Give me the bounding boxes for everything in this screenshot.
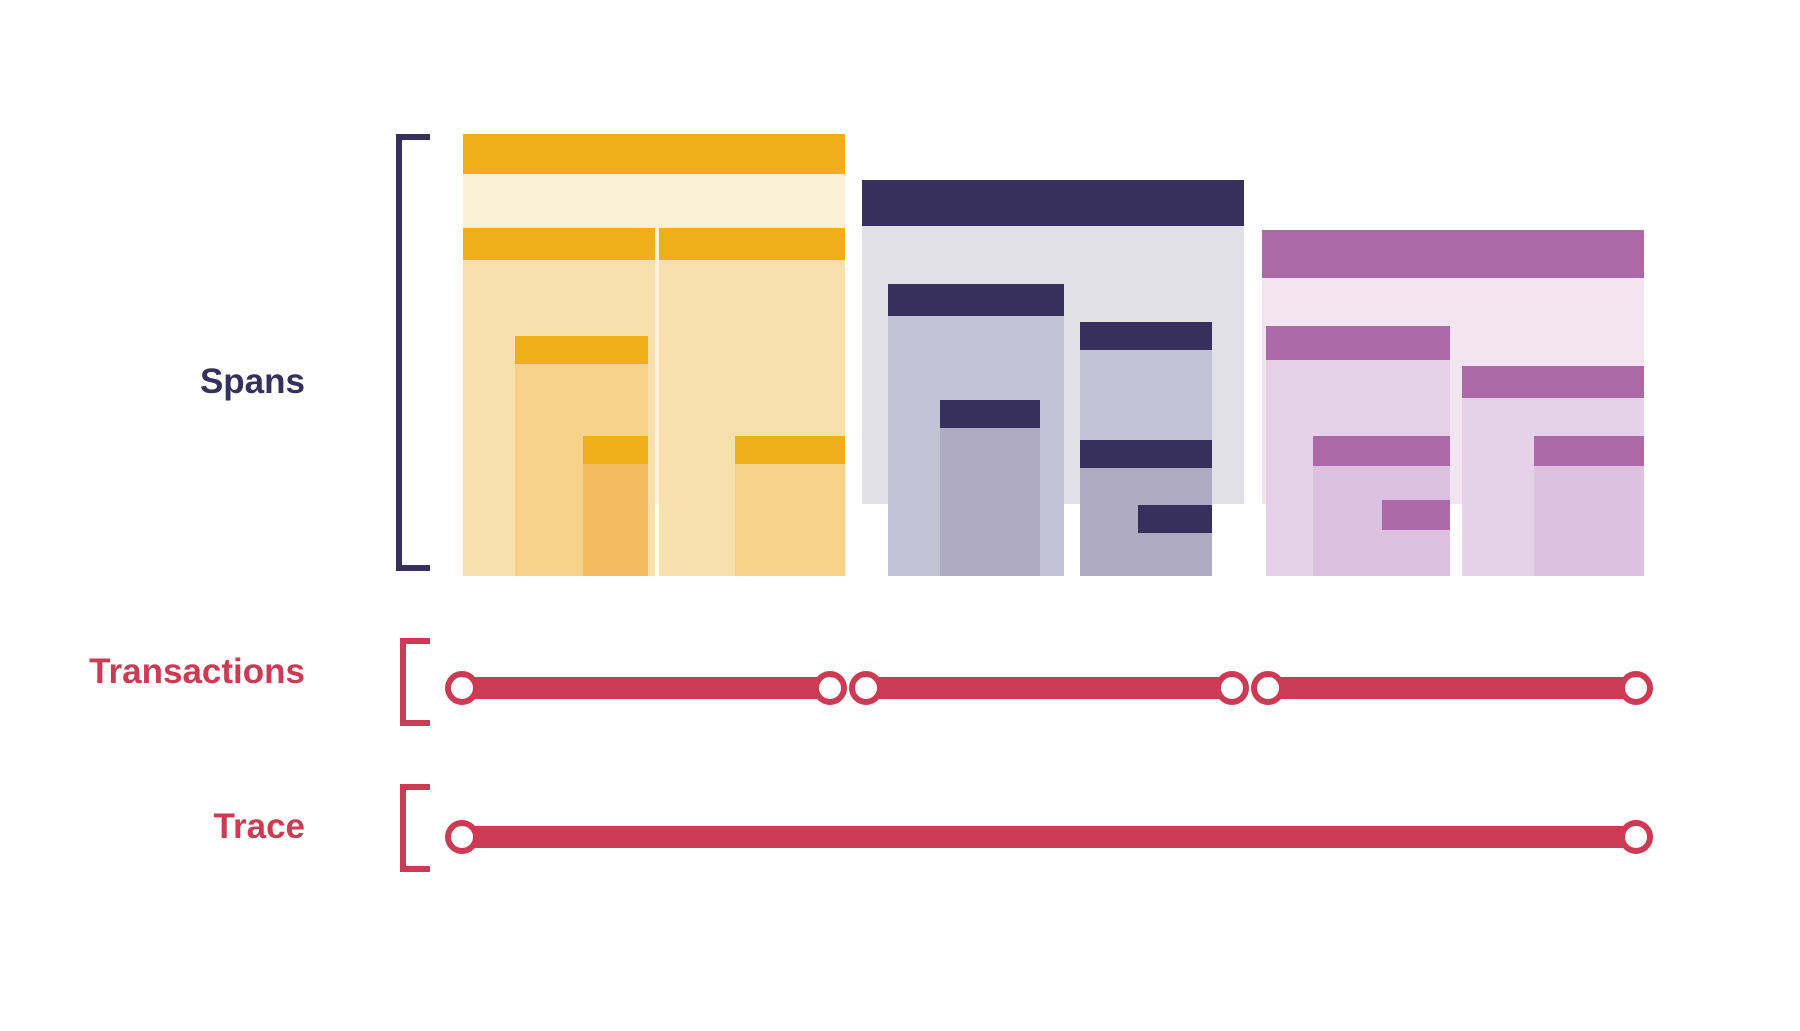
span-bar-head <box>735 436 845 464</box>
span-bar-head <box>463 134 845 174</box>
span-bar[interactable] <box>1138 505 1212 576</box>
trace-node[interactable] <box>1619 820 1653 854</box>
span-bar[interactable] <box>940 400 1040 576</box>
bracket-spans <box>396 134 430 571</box>
span-group-service-c <box>1262 230 1644 576</box>
span-bar[interactable] <box>1382 500 1450 576</box>
transaction-node[interactable] <box>1215 671 1249 705</box>
span-bar-head <box>1262 230 1644 278</box>
span-bar-head <box>463 228 655 260</box>
transaction-node[interactable] <box>1619 671 1653 705</box>
transaction-segment[interactable] <box>462 677 830 699</box>
span-bar-head <box>1382 500 1450 530</box>
row-label-transactions: Transactions <box>89 652 305 691</box>
span-bar-body <box>1382 530 1450 576</box>
transaction-node[interactable] <box>849 671 883 705</box>
span-bar-body <box>1534 466 1644 576</box>
span-bar-body <box>583 464 648 576</box>
span-bar-head <box>1462 366 1644 398</box>
trace-node[interactable] <box>445 820 479 854</box>
span-group-service-a <box>463 134 845 576</box>
row-label-spans: Spans <box>199 362 305 401</box>
span-bar[interactable] <box>735 436 845 576</box>
bracket-transactions <box>400 638 430 726</box>
span-bar-head <box>862 180 1244 226</box>
spans-plot <box>463 134 1644 576</box>
span-bar-head <box>1080 440 1212 468</box>
span-bar-body <box>940 428 1040 576</box>
trace-timeline <box>0 0 1800 854</box>
row-label-trace: Trace <box>213 807 305 846</box>
span-bar-head <box>1138 505 1212 533</box>
transaction-node[interactable] <box>813 671 847 705</box>
span-bar-body <box>735 464 845 576</box>
span-bar-head <box>583 436 648 464</box>
span-bar-head <box>888 284 1064 316</box>
span-bar[interactable] <box>1534 436 1644 576</box>
transaction-segment[interactable] <box>1268 677 1636 699</box>
span-bar-head <box>1266 326 1450 360</box>
span-bar[interactable] <box>583 436 648 576</box>
span-bar-head <box>940 400 1040 428</box>
transaction-node[interactable] <box>445 671 479 705</box>
span-bar-head <box>1080 322 1212 350</box>
span-bar-head <box>1313 436 1450 466</box>
span-bar-head <box>1534 436 1644 466</box>
transactions-timeline <box>0 0 1800 705</box>
bracket-trace <box>400 784 430 872</box>
transaction-node[interactable] <box>1251 671 1285 705</box>
span-bar-head <box>515 336 648 364</box>
transaction-segment[interactable] <box>866 677 1232 699</box>
span-bar-head <box>659 228 845 260</box>
span-group-service-b <box>862 180 1244 576</box>
span-bar-body <box>1138 533 1212 576</box>
trace-segment[interactable] <box>462 826 1636 848</box>
